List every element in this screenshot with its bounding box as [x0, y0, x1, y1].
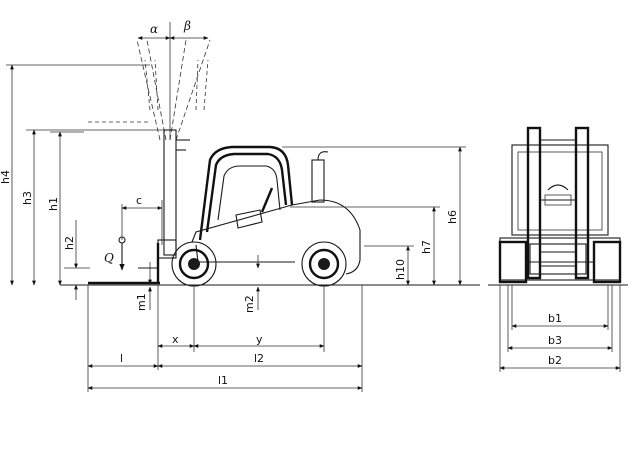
b1-label: b1	[548, 312, 562, 325]
height-dimensions-left: h4 h3 h1 h2	[0, 64, 164, 300]
h4-label: h4	[0, 170, 12, 184]
b3-label: b3	[548, 334, 562, 347]
beta-label: β	[183, 19, 191, 33]
c-label: c	[136, 194, 142, 207]
b2-label: b2	[548, 354, 562, 367]
l1-label: l1	[218, 374, 228, 387]
h3-label: h3	[21, 191, 34, 205]
h2-label: h2	[63, 236, 76, 250]
rear-wheel	[301, 241, 347, 287]
tilt-angle-dimension: α β	[137, 19, 209, 140]
h6-label: h6	[446, 210, 459, 224]
load-center: Q c	[104, 194, 163, 271]
mast-tilt-lines	[88, 39, 211, 141]
height-dimensions-right: h6 h7 h10	[282, 146, 466, 286]
l2-label: l2	[254, 352, 264, 365]
truck-body	[191, 145, 361, 275]
x-label: x	[172, 333, 179, 346]
ground-clearance-dimensions: m1 m2	[135, 255, 260, 313]
m2-label: m2	[243, 295, 256, 313]
h1-label: h1	[47, 197, 60, 211]
h10-label: h10	[394, 259, 407, 280]
alpha-label: α	[150, 22, 158, 36]
y-label: y	[256, 333, 263, 346]
q-label: Q	[104, 251, 114, 265]
forks	[88, 243, 160, 285]
width-dimensions: b1 b3 b2	[499, 285, 621, 372]
m1-label: m1	[135, 293, 148, 311]
front-view: b1 b3 b2	[488, 126, 628, 372]
front-wheel	[171, 241, 217, 287]
side-view: α β Q c	[0, 19, 480, 392]
mast	[157, 129, 190, 259]
h7-label: h7	[420, 240, 433, 254]
length-dimensions: x y l l2 l1	[87, 285, 363, 392]
l-label: l	[120, 352, 123, 365]
